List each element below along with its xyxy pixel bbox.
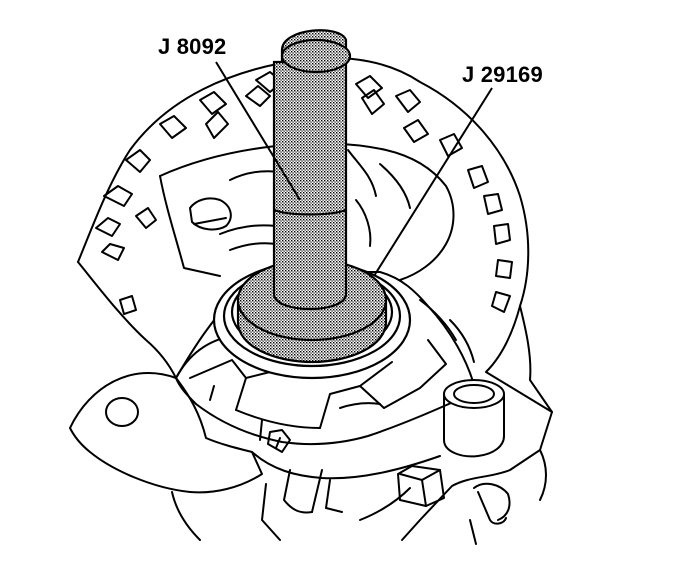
- housing-lower-left: [69, 372, 263, 494]
- callout-j29169: J 29169: [462, 62, 543, 87]
- leader-line-tool-1: [215, 61, 301, 201]
- callout-j8092: J 8092: [158, 34, 227, 59]
- leader-line-tool-2: [373, 87, 493, 277]
- mounting-hole-left: [105, 397, 139, 427]
- driver-handle-tool: [272, 29, 352, 310]
- stator-body: [159, 142, 455, 281]
- terminal-block: [397, 465, 445, 507]
- housing-boss: [443, 379, 505, 458]
- housing-outline: [77, 57, 553, 541]
- rotor-teeth-ring: [95, 71, 513, 315]
